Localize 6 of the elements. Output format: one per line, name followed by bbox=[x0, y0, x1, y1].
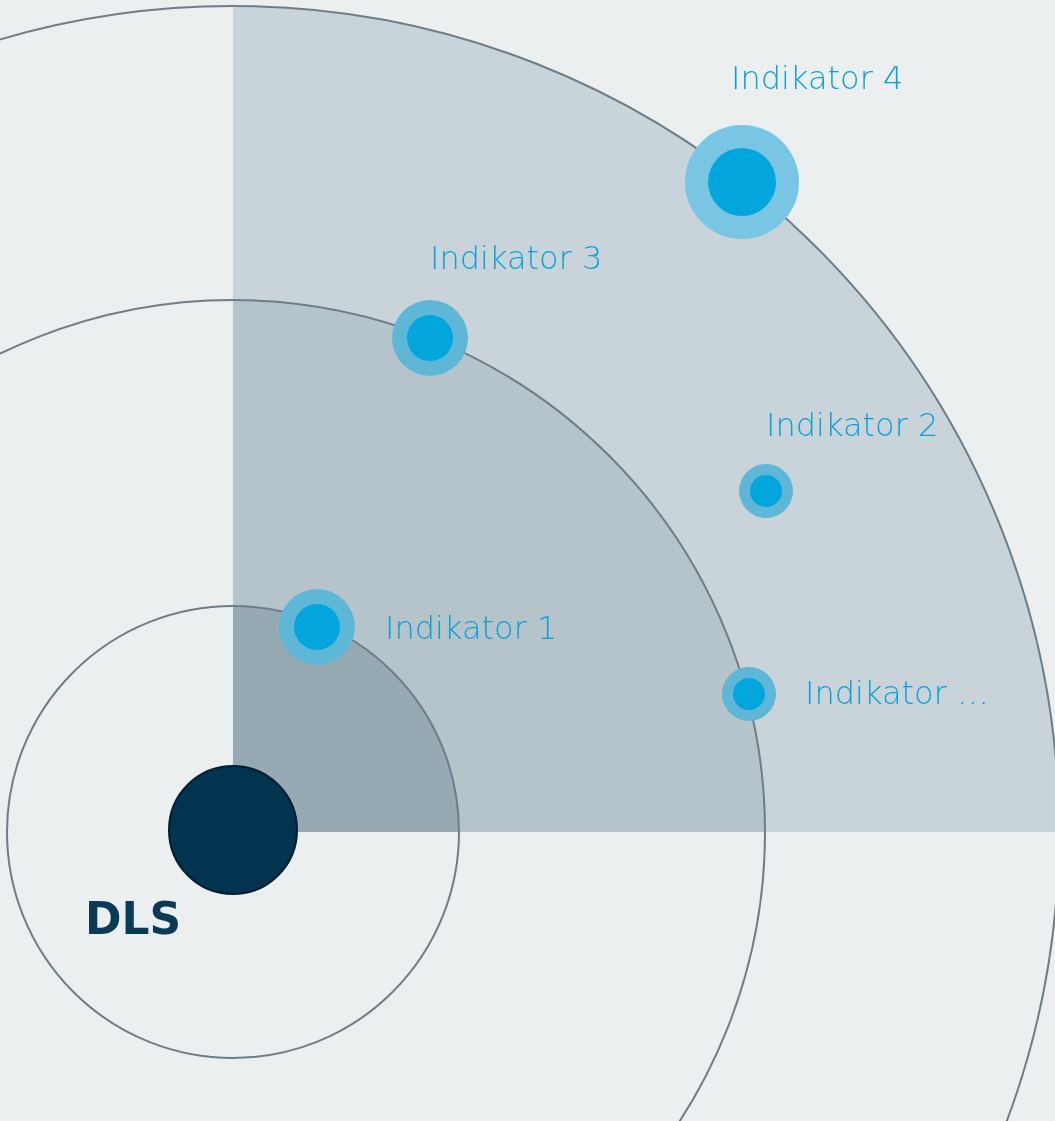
indicator-label: Indikator 1 bbox=[385, 612, 558, 644]
indicator-label: Indikator 4 bbox=[731, 62, 904, 94]
indicator-label: Indikator 2 bbox=[766, 409, 939, 441]
indicator-label: Indikator 3 bbox=[430, 242, 603, 274]
indicator-label: Indikator … bbox=[805, 677, 989, 709]
center-label: DLS bbox=[85, 897, 182, 941]
